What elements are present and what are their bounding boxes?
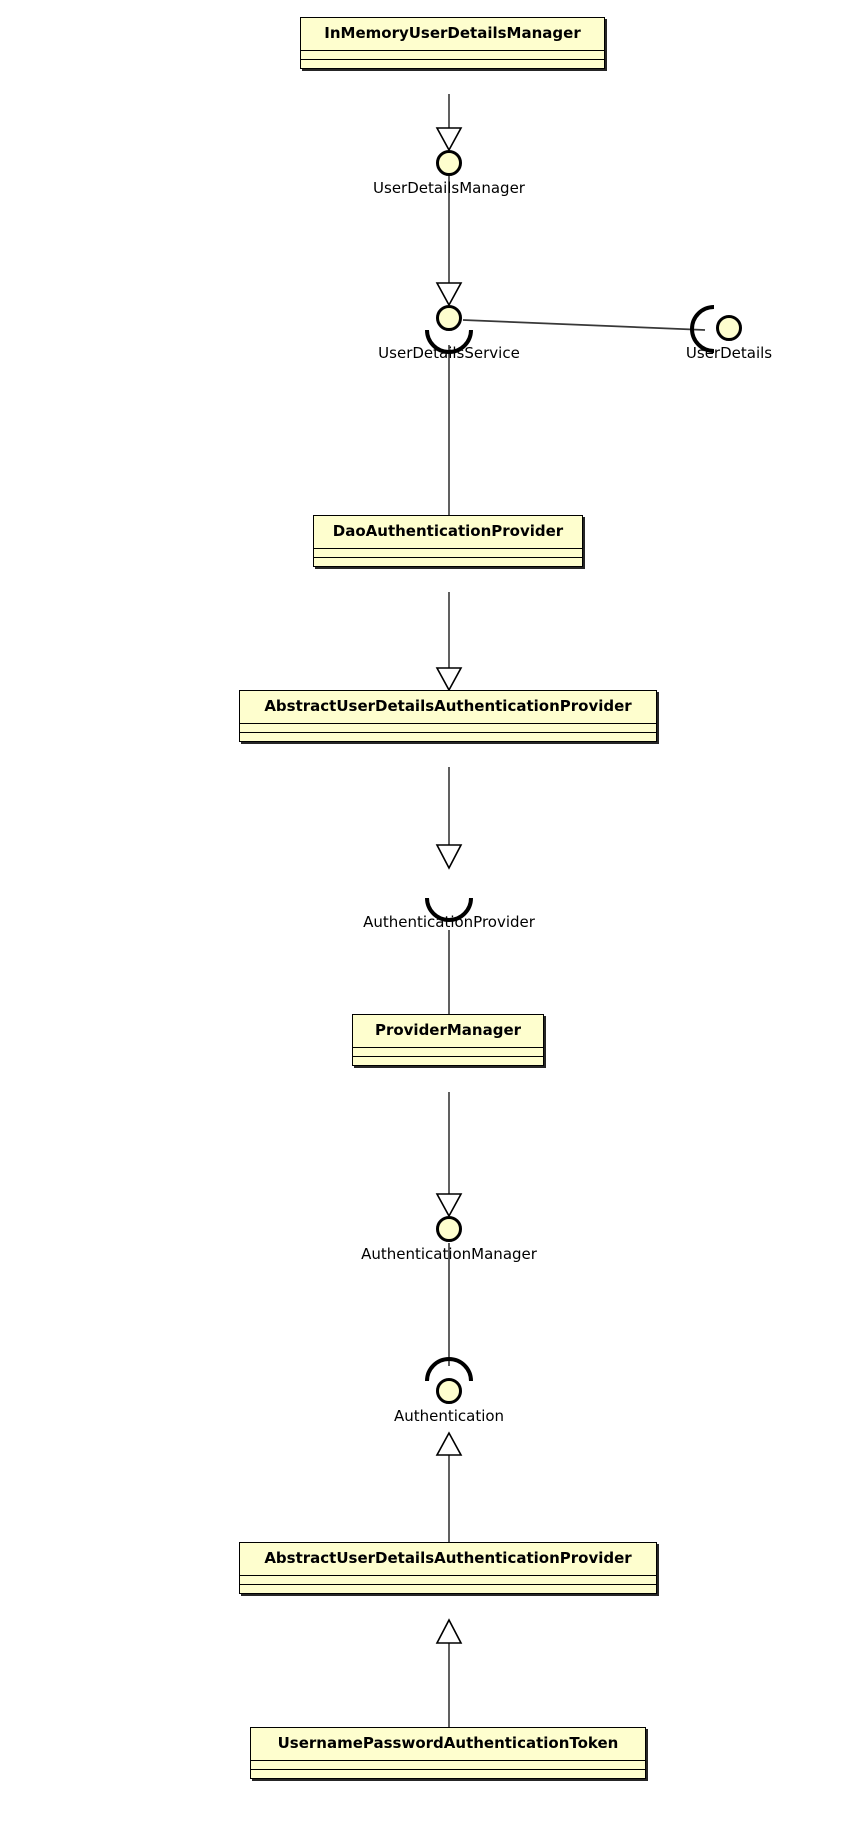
class-box-in-memory-user-details-manager[interactable]: InMemoryUserDetailsManager: [300, 17, 605, 70]
class-title: AbstractUserDetailsAuthenticationProvide…: [264, 697, 632, 715]
interface-circle-icon: [436, 1216, 462, 1242]
class-box-provider-manager[interactable]: ProviderManager: [352, 1014, 544, 1067]
class-operations-compartment: [301, 59, 604, 69]
interface-label: UserDetails: [685, 344, 773, 362]
class-attributes-compartment: [240, 723, 656, 733]
class-attributes-compartment: [301, 50, 604, 60]
edge-userdetailsservice-to-userdetails: [462, 319, 706, 331]
class-box-username-password-authentication-token[interactable]: UsernamePasswordAuthenticationToken: [250, 1727, 646, 1780]
edge-abstractbottom-to-authentication: [435, 1431, 463, 1542]
class-operations-compartment: [240, 1584, 656, 1594]
class-title: ProviderManager: [374, 1021, 522, 1039]
interface-circle-icon: [436, 1378, 462, 1404]
class-attributes-compartment: [314, 548, 582, 558]
edge-token-to-abstractbottom: [435, 1618, 463, 1727]
class-attributes-compartment: [353, 1047, 543, 1057]
class-title: InMemoryUserDetailsManager: [324, 24, 581, 42]
interface-circle-icon: [436, 150, 462, 176]
edge-abstract-to-authenticationprovider: [435, 767, 463, 870]
interface-label: UserDetailsManager: [373, 179, 525, 197]
class-operations-compartment: [314, 557, 582, 567]
class-title: DaoAuthenticationProvider: [332, 522, 564, 540]
edge-providermanager-to-authenticationmanager: [435, 1092, 463, 1218]
edge-dao-to-abstract: [435, 592, 463, 692]
class-box-abstract-user-details-authentication-provider-bottom[interactable]: AbstractUserDetailsAuthenticationProvide…: [239, 1542, 657, 1595]
class-box-abstract-user-details-authentication-provider-top[interactable]: AbstractUserDetailsAuthenticationProvide…: [239, 690, 657, 743]
class-attributes-compartment: [251, 1760, 645, 1770]
interface-circle-icon: [436, 305, 462, 331]
class-operations-compartment: [240, 732, 656, 742]
interface-label: AuthenticationManager: [361, 1245, 537, 1263]
class-title: AbstractUserDetailsAuthenticationProvide…: [264, 1549, 632, 1567]
class-operations-compartment: [353, 1056, 543, 1066]
interface-label: UserDetailsService: [378, 344, 520, 362]
class-title: UsernamePasswordAuthenticationToken: [277, 1734, 619, 1752]
class-attributes-compartment: [240, 1575, 656, 1585]
class-box-dao-authentication-provider[interactable]: DaoAuthenticationProvider: [313, 515, 583, 568]
interface-circle-icon: [716, 315, 742, 341]
class-operations-compartment: [251, 1769, 645, 1779]
interface-label: AuthenticationProvider: [363, 913, 535, 931]
interface-label: Authentication: [393, 1407, 505, 1425]
edge-inmemory-to-userdetailsmanager: [435, 94, 463, 152]
